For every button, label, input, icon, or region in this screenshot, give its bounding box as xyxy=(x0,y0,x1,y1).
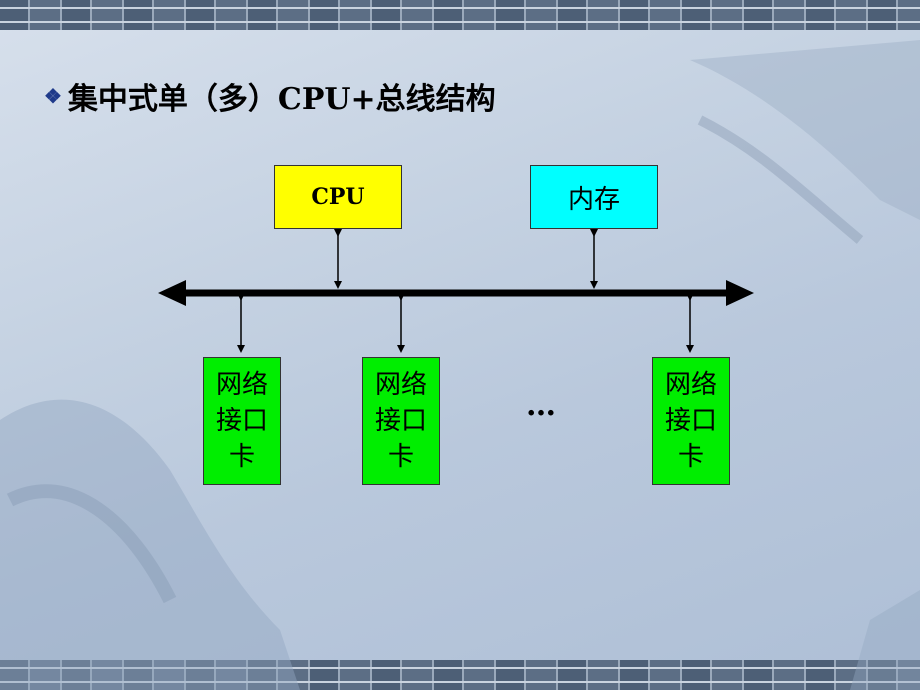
bus-right-arrowhead xyxy=(726,280,754,306)
network-interface-card-2: 网络 接口 卡 xyxy=(362,357,440,485)
cpu-box: CPU xyxy=(274,165,402,229)
bottom-decorative-border xyxy=(0,660,920,690)
diamond-bullet-icon: ❖ xyxy=(44,84,62,108)
slide-title: ❖ 集中式单（多）CPU+总线结构 xyxy=(44,74,496,118)
more-cards-ellipsis: … xyxy=(526,388,556,423)
system-bus xyxy=(158,280,754,306)
network-interface-card-1: 网络 接口 卡 xyxy=(203,357,281,485)
memory-box: 内存 xyxy=(530,165,658,229)
top-decorative-border xyxy=(0,0,920,30)
bus-left-arrowhead xyxy=(158,280,186,306)
network-interface-card-3: 网络 接口 卡 xyxy=(652,357,730,485)
slide-title-text: 集中式单（多）CPU+总线结构 xyxy=(67,82,496,117)
